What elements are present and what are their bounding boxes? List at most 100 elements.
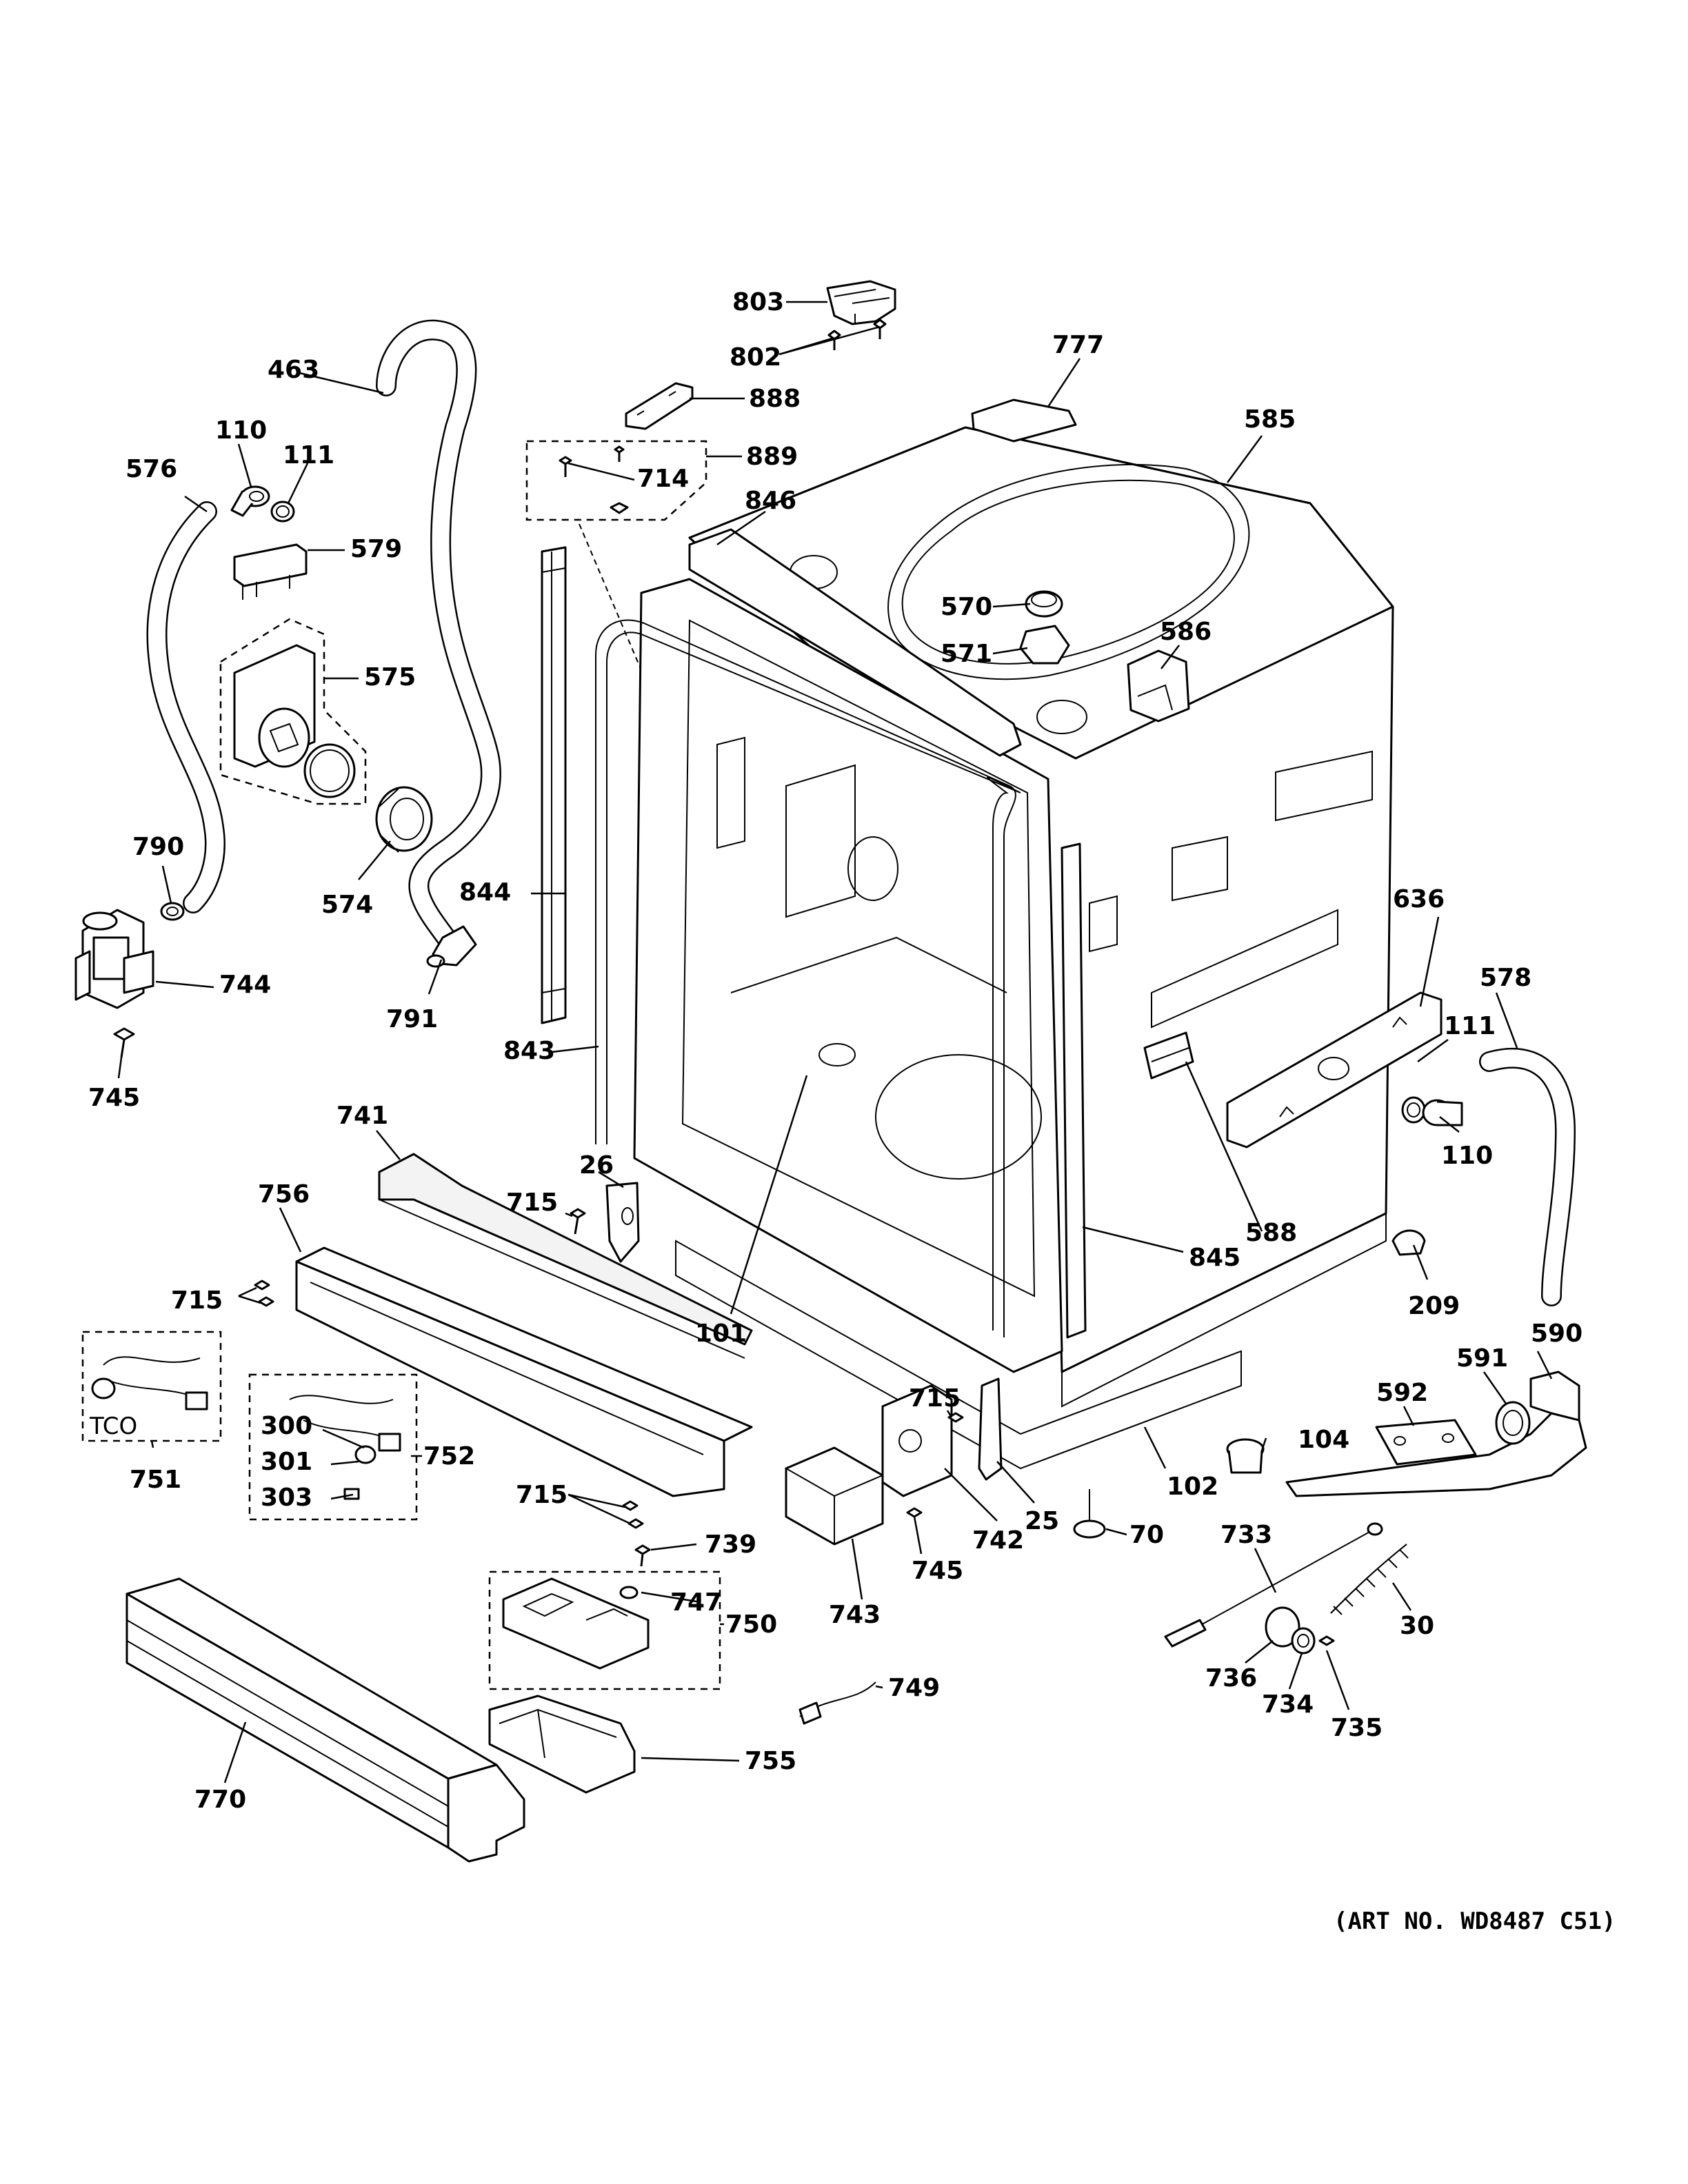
part-104-cap (1226, 1438, 1265, 1474)
callout-743: 743 (829, 1601, 881, 1629)
callout-777: 777 (1052, 331, 1104, 359)
part-591-ring (1495, 1401, 1531, 1445)
callout-747: 747 (670, 1588, 722, 1617)
part-636-panel (1226, 991, 1443, 1149)
part-739-screw (634, 1544, 651, 1567)
tco-label: TCO (89, 1413, 137, 1440)
part-586-component (1127, 649, 1190, 722)
callout-26: 26 (579, 1151, 614, 1180)
part-111-washer-right (1401, 1096, 1426, 1124)
part-575-vent-kit (219, 618, 367, 805)
callout-736: 736 (1205, 1664, 1257, 1692)
callout-111-top: 111 (283, 441, 334, 469)
part-844-strip (541, 546, 567, 1024)
callout-790: 790 (132, 833, 184, 861)
callout-102: 102 (1167, 1473, 1218, 1501)
callout-889: 889 (746, 443, 798, 471)
callout-104: 104 (1298, 1426, 1349, 1454)
callout-715-d: 715 (909, 1384, 961, 1413)
part-745-screw-center (906, 1507, 923, 1518)
part-749-harness (798, 1681, 876, 1725)
callout-636: 636 (1393, 885, 1445, 913)
callout-739: 739 (705, 1530, 756, 1559)
part-110-fitting-right (1422, 1099, 1463, 1126)
callout-744: 744 (219, 971, 271, 999)
callout-578: 578 (1480, 964, 1531, 992)
part-845-strip (1061, 842, 1087, 1339)
callout-579: 579 (350, 535, 402, 563)
part-26-bracket (605, 1182, 640, 1263)
part-579-cover (233, 543, 308, 600)
part-843-gasket (595, 619, 1021, 1337)
part-570-nut (1025, 590, 1063, 618)
callout-745-center: 745 (912, 1557, 963, 1585)
part-574-cap (375, 786, 433, 853)
callout-770: 770 (194, 1786, 246, 1814)
part-715-screw-b (570, 1208, 586, 1235)
callout-576: 576 (125, 455, 177, 483)
part-744-water-valve (74, 909, 154, 1009)
part-70-leg (1073, 1489, 1106, 1539)
part-747-fuse (619, 1586, 639, 1599)
callout-714: 714 (637, 465, 689, 493)
callout-586: 586 (1160, 618, 1212, 646)
part-745-screw-left (113, 1027, 135, 1058)
part-592-plate (1375, 1419, 1477, 1466)
callout-25: 25 (1025, 1507, 1059, 1535)
callout-300: 300 (261, 1412, 312, 1440)
callout-111-right: 111 (1444, 1012, 1496, 1040)
callout-715-b: 715 (506, 1189, 558, 1217)
callout-803: 803 (732, 288, 784, 316)
callout-570: 570 (941, 593, 992, 621)
callout-574: 574 (321, 891, 373, 919)
part-576-fill-hose (146, 501, 225, 913)
callout-844: 844 (459, 878, 511, 907)
callout-742: 742 (972, 1526, 1024, 1555)
callout-734: 734 (1262, 1690, 1314, 1719)
callout-843: 843 (503, 1037, 555, 1065)
callout-590: 590 (1531, 1320, 1582, 1348)
callout-749: 749 (888, 1674, 940, 1702)
callout-802: 802 (730, 343, 781, 372)
part-715-screws-a (254, 1280, 274, 1307)
callout-752: 752 (423, 1442, 475, 1470)
part-715-screw-d (947, 1412, 964, 1423)
callout-303: 303 (261, 1484, 312, 1512)
callout-846: 846 (745, 487, 796, 515)
part-751-harness-kit (81, 1331, 222, 1442)
callout-750: 750 (725, 1610, 777, 1639)
part-110-fitting-left (230, 485, 270, 517)
part-756-toe-panel (295, 1246, 753, 1497)
part-755-tray (488, 1695, 636, 1794)
callout-751: 751 (130, 1466, 181, 1494)
callout-741: 741 (336, 1102, 388, 1130)
part-111-washer-left (270, 501, 295, 523)
callout-101: 101 (695, 1320, 747, 1348)
part-736-disc (1265, 1606, 1300, 1648)
callout-592: 592 (1376, 1379, 1428, 1407)
callout-755: 755 (745, 1747, 796, 1775)
part-750-control-kit (488, 1570, 721, 1690)
callout-715-a: 715 (171, 1286, 223, 1315)
callout-463: 463 (268, 356, 319, 384)
callout-756: 756 (258, 1180, 310, 1209)
art-number: (ART NO. WD8487 C51) (1334, 1908, 1616, 1935)
part-578-hose (1479, 1048, 1576, 1306)
callout-575: 575 (364, 663, 416, 691)
callout-745-left: 745 (88, 1084, 140, 1112)
callout-70: 70 (1129, 1521, 1164, 1549)
callout-588: 588 (1245, 1219, 1297, 1247)
part-588-component (1143, 1031, 1194, 1080)
part-30-spring (1330, 1544, 1409, 1615)
part-571-bracket (1019, 625, 1070, 665)
callout-888: 888 (749, 385, 801, 413)
part-734-nut (1291, 1627, 1316, 1655)
callout-110-top: 110 (215, 416, 267, 445)
part-743-module (785, 1446, 884, 1546)
part-752-harness-kit (248, 1373, 418, 1521)
part-888-bracket (625, 382, 694, 430)
part-715-screws-c (622, 1500, 644, 1529)
callout-591: 591 (1456, 1344, 1508, 1373)
part-590-bracket (1285, 1371, 1587, 1497)
